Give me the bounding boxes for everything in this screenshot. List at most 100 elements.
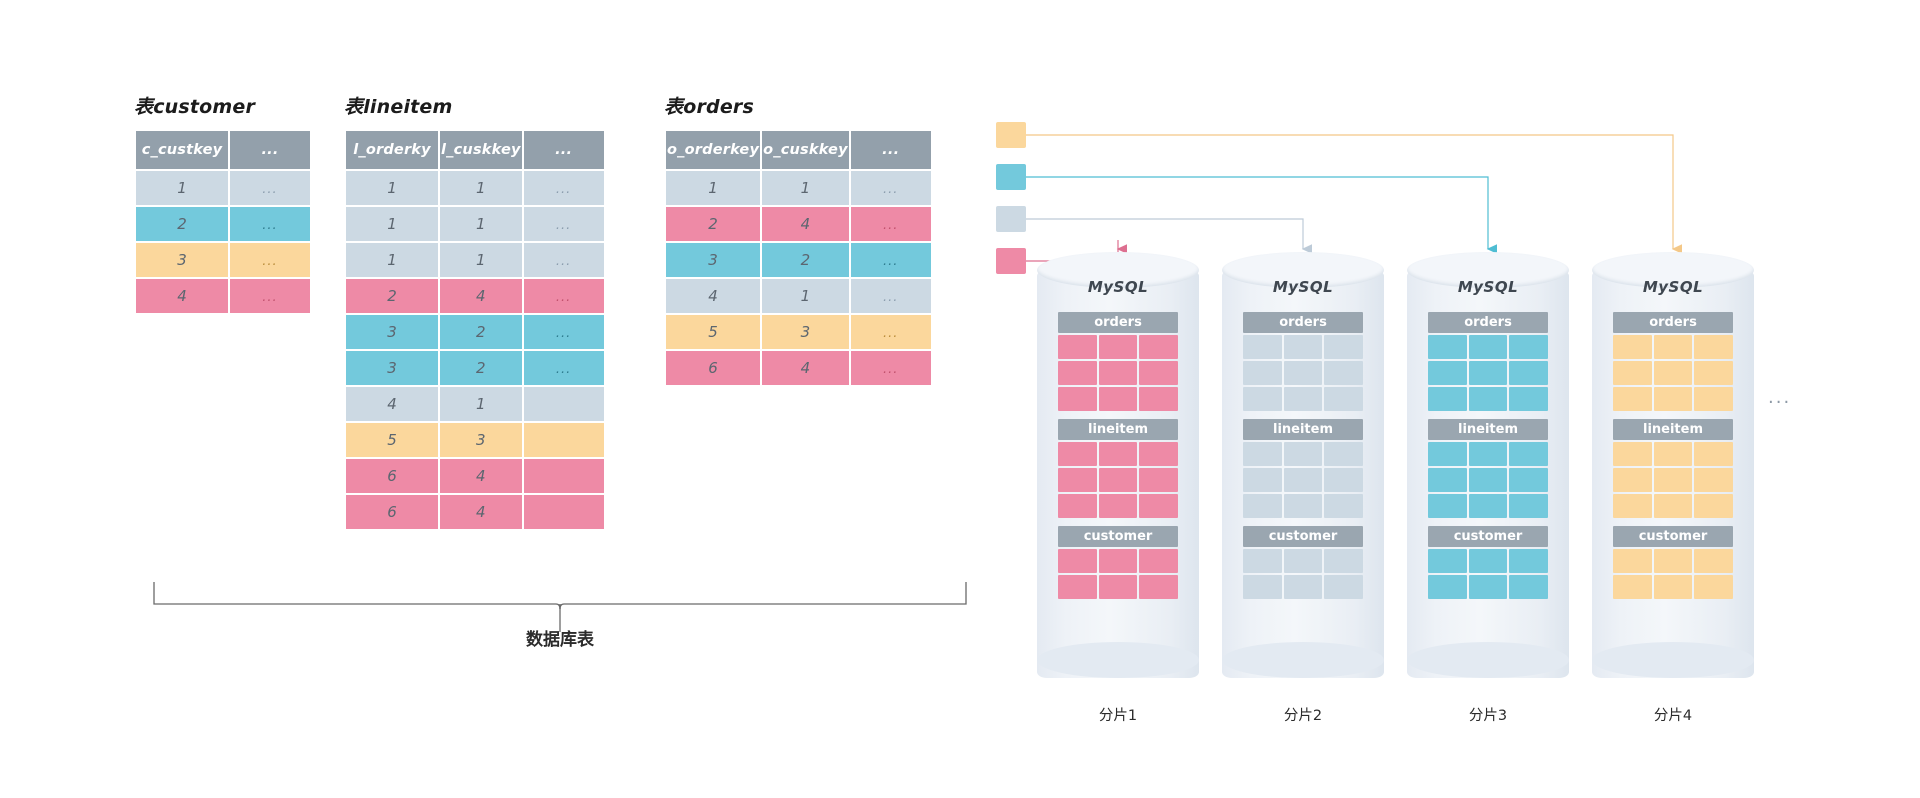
table-cell: ... xyxy=(230,207,310,241)
shard-table-cells xyxy=(1613,549,1733,599)
shard-data-cell xyxy=(1243,387,1282,411)
shard-data-cell xyxy=(1613,575,1652,599)
table-cell: 6 xyxy=(346,459,438,493)
shard-data-cell xyxy=(1428,387,1467,411)
shard-data-cell xyxy=(1653,335,1693,359)
legend-swatch-yellow xyxy=(996,122,1026,148)
shard-table-customer: customer xyxy=(1058,526,1178,599)
shard-data-cell xyxy=(1243,575,1282,599)
shard-caption: 分片4 xyxy=(1653,708,1693,724)
shard-table-header: lineitem xyxy=(1243,419,1363,440)
shard-data-cell xyxy=(1324,361,1363,385)
shard-cylinder-bottom xyxy=(1592,642,1754,678)
shard-table-header: orders xyxy=(1058,312,1178,333)
shard-data-cell xyxy=(1098,468,1138,492)
shard-data-cell xyxy=(1509,361,1548,385)
shard-data-cell xyxy=(1428,361,1467,385)
shard-data-cell xyxy=(1509,442,1548,466)
shard-data-cell xyxy=(1324,468,1363,492)
shard-cylinder-bottom xyxy=(1407,642,1569,678)
shard-data-cell xyxy=(1613,549,1652,573)
table-cell: ... xyxy=(850,243,931,277)
shard-data-cell xyxy=(1058,549,1097,573)
shard-data-cell xyxy=(1509,494,1548,518)
shard-data-cell xyxy=(1283,549,1323,573)
shard-table-cells xyxy=(1613,335,1733,411)
shard-table-cells xyxy=(1613,442,1733,518)
shard-table-cells xyxy=(1428,549,1548,599)
shard-data-cell xyxy=(1324,442,1363,466)
table-cell: 1 xyxy=(346,243,438,277)
table-cell: 1 xyxy=(666,171,761,205)
table-cell: 6 xyxy=(666,351,761,385)
shard-data-cell xyxy=(1098,442,1138,466)
shard-data-cell xyxy=(1098,549,1138,573)
cell-ellipsis: ... xyxy=(555,326,572,341)
connector-yellow-to-shard4 xyxy=(1026,134,1682,254)
shard-data-cell xyxy=(1324,335,1363,359)
column-header: c_custkey xyxy=(136,131,228,169)
shard-data-cell xyxy=(1324,494,1363,518)
shard-table-customer: customer xyxy=(1613,526,1733,599)
table-header-row: c_custkey... xyxy=(136,131,310,169)
shard-data-cell xyxy=(1139,387,1178,411)
table-cell: 1 xyxy=(440,171,522,205)
column-header: ... xyxy=(230,131,310,169)
table-cell: 1 xyxy=(440,243,522,277)
shard-data-cell xyxy=(1653,549,1693,573)
shard-data-cell xyxy=(1058,575,1097,599)
database-tables-bracket xyxy=(150,578,970,658)
table-cell: 4 xyxy=(346,387,438,421)
shard-data-cell xyxy=(1509,387,1548,411)
cell-ellipsis: ... xyxy=(262,254,278,269)
shard-data-cell xyxy=(1694,549,1733,573)
shard-table-lineitem: lineitem xyxy=(1428,419,1548,518)
column-header: o_orderkey xyxy=(666,131,761,169)
shard-data-cell xyxy=(1653,468,1693,492)
shard-table-cells xyxy=(1243,442,1363,518)
shard-table-orders: orders xyxy=(1428,312,1548,411)
legend-swatch-gray xyxy=(996,206,1026,232)
table-cell: ... xyxy=(523,171,604,205)
shard-table-header: lineitem xyxy=(1428,419,1548,440)
source-table-title-customer: 表customer xyxy=(134,96,256,118)
source-table-title-lineitem: 表lineitem xyxy=(344,96,453,118)
shard-table-header: customer xyxy=(1613,526,1733,547)
shard-data-cell xyxy=(1058,361,1097,385)
shard-data-cell xyxy=(1283,442,1323,466)
table-cell: 5 xyxy=(666,315,761,349)
table-cell: 1 xyxy=(136,171,228,205)
table-cell: 3 xyxy=(762,315,849,349)
cell-ellipsis: ... xyxy=(883,362,899,377)
shard-table-header: orders xyxy=(1613,312,1733,333)
shard-data-cell xyxy=(1613,468,1652,492)
shard-table-lineitem: lineitem xyxy=(1058,419,1178,518)
table-cell: ... xyxy=(230,279,310,313)
table-cell: ... xyxy=(523,243,604,277)
table-cell: 3 xyxy=(346,351,438,385)
shard-data-cell xyxy=(1243,442,1282,466)
column-header: ... xyxy=(850,131,931,169)
shard-data-cell xyxy=(1098,335,1138,359)
shard-data-cell xyxy=(1468,335,1508,359)
shard-data-cell xyxy=(1243,335,1282,359)
shard-data-cell xyxy=(1098,575,1138,599)
shard-data-cell xyxy=(1613,494,1652,518)
cell-ellipsis: ... xyxy=(883,254,899,269)
shard-data-cell xyxy=(1058,468,1097,492)
shard-data-cell xyxy=(1428,575,1467,599)
more-shards-ellipsis: ... xyxy=(1768,387,1792,408)
shard-data-cell xyxy=(1694,387,1733,411)
shard-data-cell xyxy=(1324,575,1363,599)
shard-data-cell xyxy=(1098,361,1138,385)
